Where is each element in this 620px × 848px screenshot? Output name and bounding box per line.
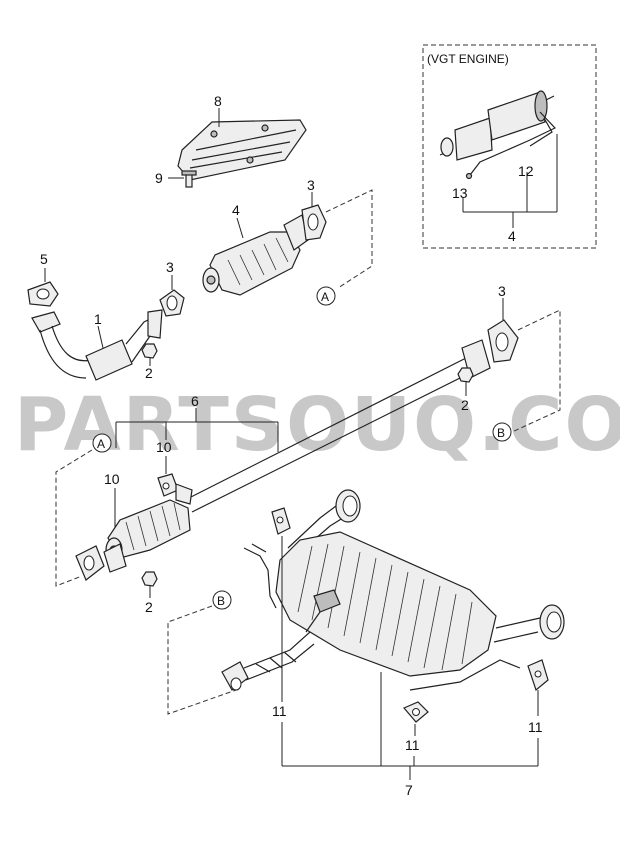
muffler-assembly [221, 489, 565, 691]
callout-11-right: 11 [528, 719, 543, 735]
gasket-front [27, 281, 59, 307]
callout-6: 6 [191, 393, 199, 409]
connector-a-lower: A [97, 437, 105, 451]
connector-b-right: B [497, 426, 505, 440]
nut-right [457, 367, 474, 383]
callout-3-upper: 3 [307, 177, 315, 193]
gasket-mid [159, 289, 185, 317]
callout-12: 12 [518, 163, 534, 179]
callout-4-inset: 4 [508, 228, 516, 244]
callout-10-right: 10 [156, 439, 172, 455]
rubber-hanger-muffler-left [271, 507, 291, 535]
callout-3-right: 3 [498, 283, 506, 299]
watermark: PARTSOUQ.COM [14, 382, 620, 468]
rubber-hanger-muffler-right [527, 659, 549, 692]
nut-lower [141, 571, 158, 587]
gasket-right [487, 319, 519, 363]
callout-13: 13 [452, 185, 468, 201]
callout-9: 9 [155, 170, 163, 186]
callout-5: 5 [40, 251, 48, 267]
nut-front [141, 343, 158, 359]
vgt-engine-inset: (VGT ENGINE) 13 12 4 [422, 44, 597, 249]
rubber-hanger-muffler-mid [403, 701, 429, 723]
heat-shield [177, 119, 307, 181]
callout-7: 7 [405, 782, 413, 798]
catalytic-converter-lower [75, 499, 191, 581]
callout-2-right: 2 [461, 397, 469, 413]
rubber-hanger-upper [157, 473, 193, 505]
inset-border [422, 44, 597, 249]
connector-a-upper: A [321, 290, 329, 304]
vgt-catalytic-converter [439, 90, 556, 180]
callout-2-lower: 2 [145, 599, 153, 615]
inset-title: (VGT ENGINE) [427, 52, 509, 66]
gasket-upper [301, 204, 327, 241]
catalytic-converter-upper [202, 214, 309, 296]
callout-11-left: 11 [272, 703, 287, 719]
callout-8: 8 [214, 93, 222, 109]
callout-2-front: 2 [145, 365, 153, 381]
callout-10-left: 10 [104, 471, 120, 487]
callout-11-mid: 11 [405, 737, 420, 753]
connector-b-left: B [217, 594, 225, 608]
front-pipe [31, 309, 163, 381]
bolt [181, 170, 197, 188]
callout-4: 4 [232, 202, 240, 218]
callout-1: 1 [94, 311, 102, 327]
callout-3-mid: 3 [166, 259, 174, 275]
